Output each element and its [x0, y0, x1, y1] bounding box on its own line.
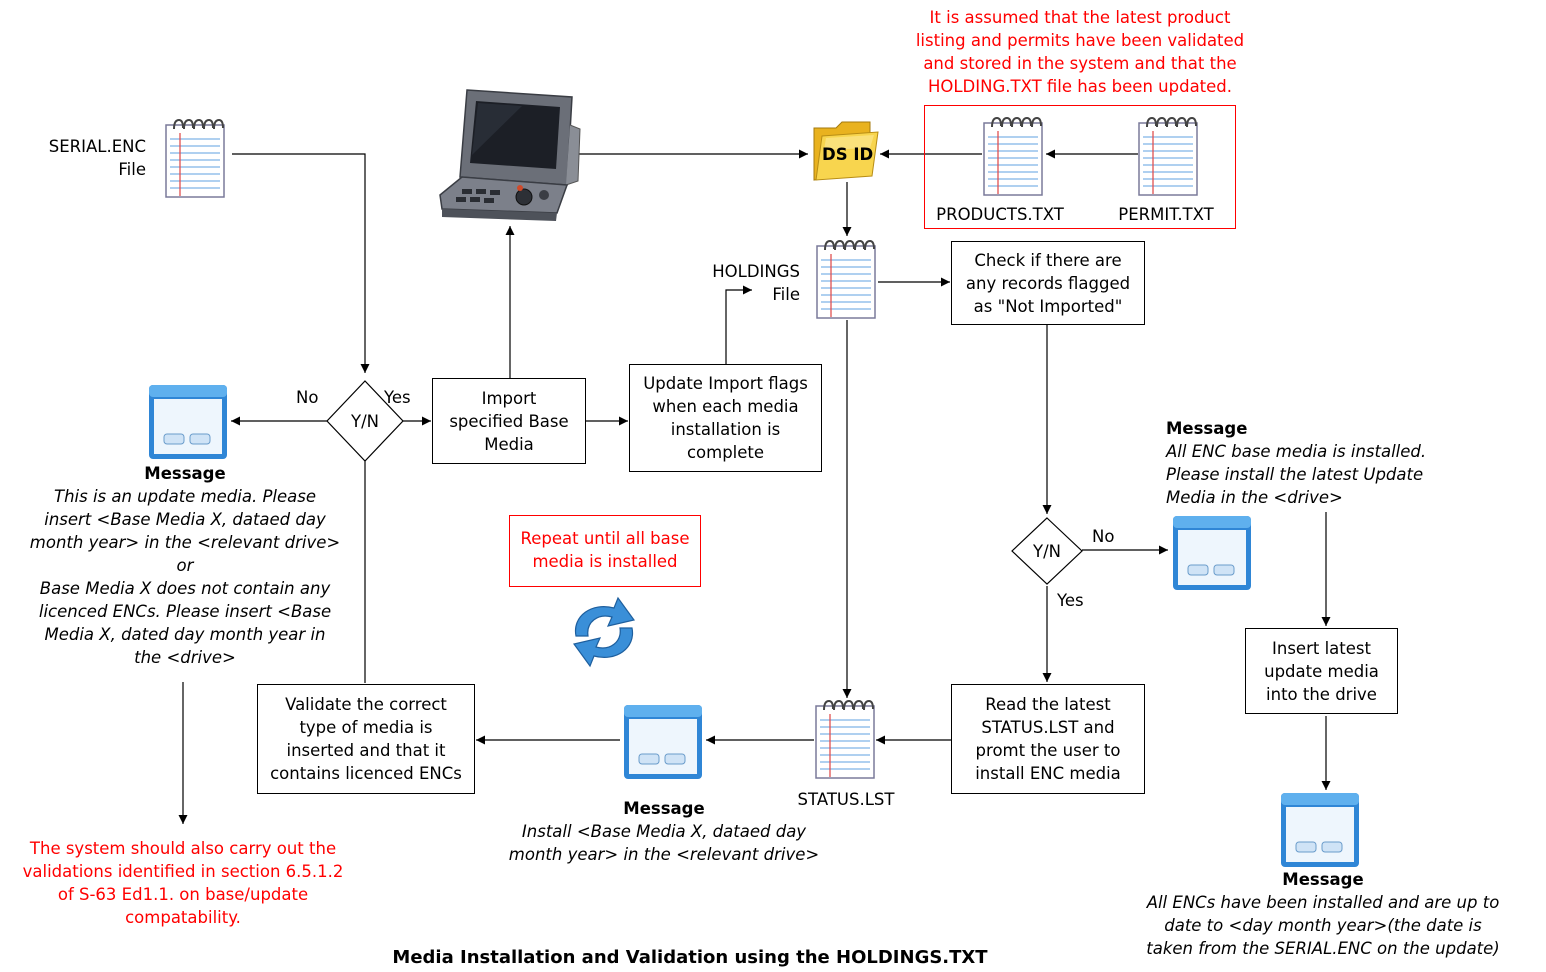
decision-left-no: No	[296, 388, 319, 407]
notepad-icon	[816, 239, 876, 319]
diagram-title: Media Installation and Validation using …	[392, 947, 988, 968]
decision-left-label: Y/N	[351, 412, 379, 431]
window-message-icon	[624, 705, 702, 779]
message-bottom: Message Install <Base Media X, dataed da…	[474, 797, 854, 866]
notepad-icon	[1138, 116, 1198, 196]
repeat-note-box	[509, 515, 701, 587]
message-title: Message	[623, 799, 705, 818]
window-message-icon	[1173, 516, 1251, 590]
permit-file-label: PERMIT.TXT	[1118, 205, 1214, 224]
notepad-icon	[165, 118, 225, 198]
notepad-icon	[983, 116, 1043, 196]
message-final: Message All ENCs have been installed and…	[1100, 868, 1546, 960]
decision-diamond-right	[1011, 517, 1083, 585]
message-title: Message	[144, 464, 226, 483]
status-file-label: STATUS.LST	[797, 790, 895, 809]
message-title: Message	[1166, 419, 1248, 438]
refresh-icon	[572, 596, 636, 668]
window-message-icon	[1281, 793, 1359, 867]
message-right: Message All ENC base media is installed.…	[1166, 417, 1496, 509]
decision-left-yes: Yes	[384, 388, 411, 407]
window-message-icon	[149, 385, 227, 459]
ecdis-terminal-icon	[439, 89, 581, 221]
products-file-label: PRODUCTS.TXT	[936, 205, 1064, 224]
decision-right-label: Y/N	[1033, 542, 1061, 561]
folder-icon	[813, 121, 879, 181]
notepad-icon	[815, 699, 875, 779]
decision-right-yes: Yes	[1057, 591, 1084, 610]
decision-diamond-left	[326, 380, 404, 462]
message-left: Message This is an update media. Please …	[0, 462, 370, 669]
decision-right-no: No	[1092, 527, 1115, 546]
message-title: Message	[1282, 870, 1364, 889]
products-permit-group-box	[924, 105, 1236, 229]
ds-id-label: DS ID	[822, 145, 874, 164]
